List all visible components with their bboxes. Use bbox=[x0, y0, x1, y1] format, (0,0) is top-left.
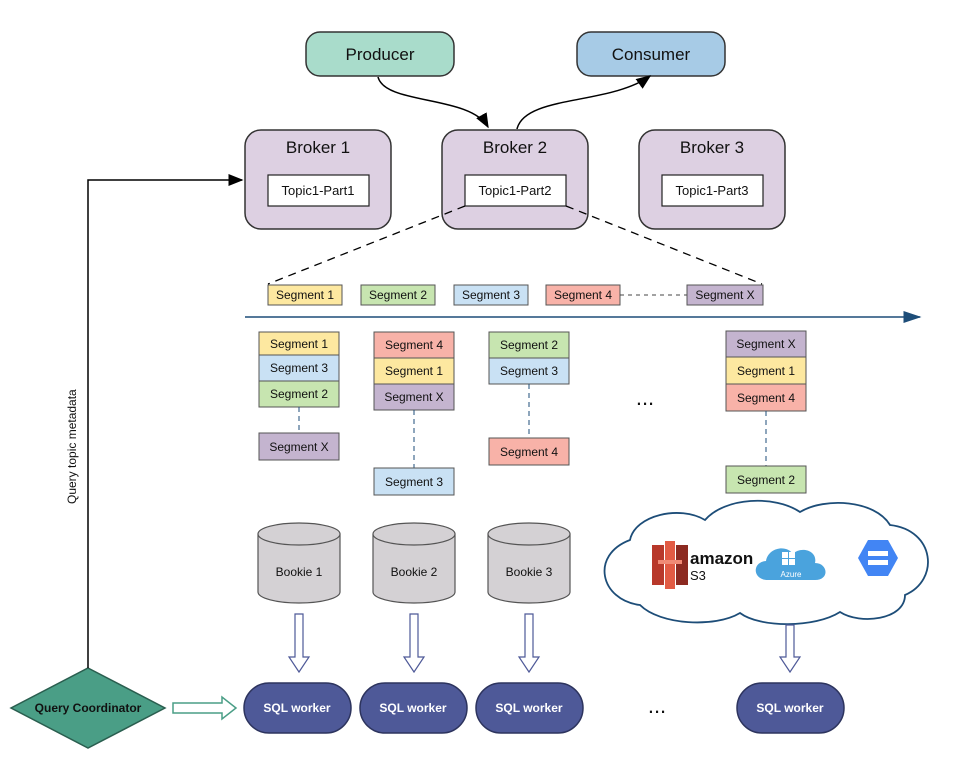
bookie-2-cylinder: Bookie 2 bbox=[372, 522, 456, 604]
segment-label: Segment 3 bbox=[270, 361, 328, 375]
sql-worker-label: SQL worker bbox=[263, 701, 330, 715]
sql-worker-2: SQL worker bbox=[359, 682, 468, 734]
bookie-column-2: Segment 4 Segment 1 Segment X Segment 3 bbox=[373, 331, 455, 496]
segment-label: Segment X bbox=[384, 390, 443, 404]
down-arrow-icon bbox=[402, 613, 426, 674]
bookie-column-3: Segment 2 Segment 3 Segment 4 bbox=[488, 331, 570, 466]
bookie-column-1: Segment 1 Segment 3 Segment 2 Segment X bbox=[258, 331, 340, 461]
segment-label: Segment 1 bbox=[385, 364, 443, 378]
s3-label: S3 bbox=[690, 568, 706, 583]
svg-text:Segment 1: Segment 1 bbox=[276, 288, 334, 302]
segment-label: Segment X bbox=[736, 337, 795, 351]
bookie-column-4: Segment X Segment 1 Segment 4 Segment 2 bbox=[725, 330, 807, 494]
consumer-label: Consumer bbox=[612, 45, 691, 64]
segment-label: Segment 4 bbox=[737, 391, 795, 405]
azure-label: Azure bbox=[781, 570, 802, 579]
topic-partition-label: Topic1-Part2 bbox=[479, 183, 552, 198]
broker-2: Broker 2 Topic1-Part2 bbox=[441, 129, 589, 230]
query-metadata-arrow bbox=[87, 174, 244, 668]
query-metadata-label: Query topic metadata bbox=[65, 389, 79, 504]
sql-worker-1: SQL worker bbox=[243, 682, 352, 734]
expand-line-right bbox=[565, 205, 763, 285]
broker-label: Broker 1 bbox=[286, 138, 350, 157]
segment-label: Segment 2 bbox=[270, 387, 328, 401]
expand-line-left bbox=[267, 205, 466, 285]
ellipsis-workers: ... bbox=[648, 693, 666, 718]
consumer-node: Consumer bbox=[576, 31, 726, 77]
bookie-1-cylinder: Bookie 1 bbox=[257, 522, 341, 604]
broker-label: Broker 3 bbox=[680, 138, 744, 157]
segment-label: Segment 1 bbox=[270, 337, 328, 351]
broker-label: Broker 2 bbox=[483, 138, 547, 157]
sql-worker-label: SQL worker bbox=[495, 701, 562, 715]
producer-node: Producer bbox=[305, 31, 455, 77]
segment-label: Segment 1 bbox=[737, 364, 795, 378]
timeline-segment: Segment X bbox=[686, 284, 764, 306]
coordinator-to-worker-arrow bbox=[172, 695, 238, 721]
segment-label: Segment X bbox=[269, 440, 328, 454]
segment-label: Segment 2 bbox=[737, 473, 795, 487]
broker-to-consumer-arrow bbox=[516, 75, 652, 130]
down-arrow-icon bbox=[287, 613, 311, 674]
svg-text:Segment 4: Segment 4 bbox=[554, 288, 612, 302]
bookie-label: Bookie 3 bbox=[506, 565, 553, 579]
segment-label: Segment 4 bbox=[385, 338, 443, 352]
timeline-segment: Segment 1 bbox=[267, 284, 343, 306]
topic-partition-label: Topic1-Part1 bbox=[282, 183, 355, 198]
producer-to-broker-arrow bbox=[377, 76, 489, 129]
producer-label: Producer bbox=[346, 45, 415, 64]
bookie-label: Bookie 2 bbox=[391, 565, 438, 579]
svg-text:Segment 3: Segment 3 bbox=[462, 288, 520, 302]
query-coordinator: Query Coordinator bbox=[9, 667, 167, 749]
down-arrow-icon bbox=[778, 624, 802, 674]
broker-3: Broker 3 Topic1-Part3 bbox=[638, 129, 786, 230]
query-coordinator-label: Query Coordinator bbox=[35, 701, 142, 715]
down-arrow-icon bbox=[517, 613, 541, 674]
broker-1: Broker 1 Topic1-Part1 bbox=[244, 129, 392, 230]
amazon-label: amazon bbox=[690, 549, 753, 568]
bookie-3-cylinder: Bookie 3 bbox=[487, 522, 571, 604]
ellipsis-columns: ... bbox=[636, 385, 654, 410]
sql-worker-4: SQL worker bbox=[736, 682, 845, 734]
segment-label: Segment 3 bbox=[500, 364, 558, 378]
svg-text:Segment 2: Segment 2 bbox=[369, 288, 427, 302]
sql-worker-label: SQL worker bbox=[756, 701, 823, 715]
svg-text:Segment X: Segment X bbox=[695, 288, 754, 302]
google-storage-icon bbox=[858, 540, 898, 576]
timeline-segment: Segment 3 bbox=[453, 284, 529, 306]
topic-partition-label: Topic1-Part3 bbox=[676, 183, 749, 198]
sql-worker-3: SQL worker bbox=[475, 682, 584, 734]
amazon-s3-icon bbox=[652, 541, 688, 589]
sql-worker-label: SQL worker bbox=[379, 701, 446, 715]
azure-cloud-icon: Azure bbox=[755, 548, 826, 580]
timeline-segment: Segment 4 bbox=[545, 284, 621, 306]
segment-label: Segment 4 bbox=[500, 445, 558, 459]
timeline-segment: Segment 2 bbox=[360, 284, 436, 306]
segment-label: Segment 2 bbox=[500, 338, 558, 352]
segment-label: Segment 3 bbox=[385, 475, 443, 489]
cloud-storage: amazon S3 Azure bbox=[603, 499, 929, 625]
bookie-label: Bookie 1 bbox=[276, 565, 323, 579]
